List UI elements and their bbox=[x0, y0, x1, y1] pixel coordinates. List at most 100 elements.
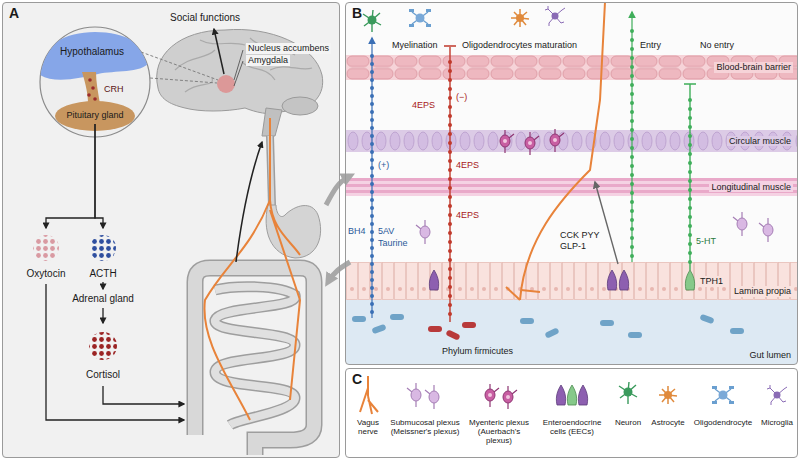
signal-pathways bbox=[370, 48, 374, 312]
legend-icons bbox=[578, 385, 587, 405]
arrow-connector bbox=[102, 308, 103, 323]
hormone-dots bbox=[89, 332, 117, 360]
legend-icons bbox=[425, 385, 439, 409]
annotation-label: Amygdala bbox=[246, 55, 290, 66]
gut-wall-layers bbox=[346, 55, 797, 80]
annotation-label: 4EPS bbox=[456, 160, 479, 171]
tissue-band: Longitudinal muscle bbox=[346, 178, 797, 196]
brain bbox=[262, 108, 282, 136]
gut-wall-layers bbox=[346, 178, 797, 196]
panel-letter: B bbox=[352, 5, 362, 22]
brain bbox=[217, 75, 235, 93]
digestive-tract bbox=[266, 205, 320, 258]
signal-pathways bbox=[444, 46, 456, 322]
panel-link-arrows bbox=[326, 176, 350, 205]
hypothalamus-inset bbox=[87, 93, 91, 97]
panel-ground bbox=[345, 2, 798, 365]
epithelial-cells bbox=[607, 270, 616, 290]
epithelial-cells bbox=[429, 270, 694, 290]
legend-text: Enteroendocrine cells (EECs) bbox=[538, 418, 606, 436]
epithelial-cells bbox=[619, 270, 628, 290]
hypothalamus-inset bbox=[40, 27, 150, 137]
enteric-neurons bbox=[416, 220, 430, 244]
hormone-cluster: Oxytocin bbox=[14, 230, 78, 280]
arrow-connector bbox=[95, 124, 103, 228]
annotation-label: TPH1 bbox=[698, 276, 725, 287]
legend-icons bbox=[360, 376, 787, 414]
tissue-band: Circular muscle bbox=[346, 130, 797, 152]
signal-pathways bbox=[371, 38, 372, 318]
bacteria bbox=[544, 327, 559, 338]
bacteria bbox=[445, 329, 460, 340]
panel: C bbox=[345, 368, 798, 458]
panel-link-arrows bbox=[326, 176, 350, 282]
arrow-connector bbox=[46, 124, 95, 228]
gut-wall-layers bbox=[346, 178, 797, 196]
annotation-label: 4EPS bbox=[456, 210, 479, 221]
annotation-label: CRH bbox=[104, 84, 124, 95]
annotation-label: Phylum firmicutes bbox=[440, 346, 515, 357]
node-text: Cortisol bbox=[86, 369, 120, 381]
enteric-neurons bbox=[759, 218, 773, 242]
hypothalamus-inset bbox=[88, 78, 92, 82]
hypothalamus-inset bbox=[40, 27, 150, 137]
node-text: Lamina propia bbox=[732, 286, 793, 297]
node-text: Circular muscle bbox=[727, 136, 793, 147]
signal-pathways bbox=[630, 22, 634, 256]
annotation-label: Entry bbox=[640, 40, 661, 51]
panel-letter: C bbox=[352, 371, 362, 388]
tissue-band: Blood-brain barrier bbox=[346, 55, 797, 80]
node-text: Gut lumen bbox=[747, 350, 793, 361]
hypothalamus-inset bbox=[91, 86, 95, 90]
bacteria bbox=[371, 324, 386, 334]
bacteria bbox=[462, 322, 476, 328]
panel: B Blood-brain barrierCircular muscleLongi… bbox=[345, 2, 798, 365]
annotation-label: Oligodendrocytes maturation bbox=[462, 40, 577, 51]
legend-icons bbox=[567, 385, 576, 405]
legend-text: Neuron bbox=[612, 418, 644, 427]
bacteria bbox=[628, 332, 642, 338]
signal-pathways bbox=[448, 56, 452, 314]
annotation-label: (−) bbox=[456, 92, 467, 103]
annotation-label: Nucleus accumbens bbox=[246, 43, 331, 54]
node-text: Longitudinal muscle bbox=[709, 182, 793, 193]
node-text: Blood-brain barrier bbox=[714, 62, 793, 73]
digestive-tract bbox=[46, 284, 184, 420]
legend-text: Astrocyte bbox=[648, 418, 688, 427]
leader-lines bbox=[141, 52, 218, 83]
legend-icons bbox=[407, 383, 421, 407]
panel-link-arrows bbox=[328, 262, 350, 282]
panel-ground bbox=[345, 368, 798, 458]
bacteria bbox=[730, 328, 744, 334]
epithelial-cells bbox=[429, 270, 438, 290]
bacteria bbox=[428, 326, 442, 332]
brain-cells bbox=[409, 9, 431, 27]
annotation-label: CCK PYY GLP-1 bbox=[560, 230, 602, 252]
digestive-tract bbox=[103, 386, 184, 404]
gut-wall-layers bbox=[346, 130, 797, 152]
bacteria bbox=[699, 314, 714, 324]
bacteria bbox=[600, 320, 614, 326]
enteric-neurons bbox=[550, 129, 564, 152]
hormone-cluster: ACTH bbox=[76, 230, 130, 280]
annotation-label: Myelination bbox=[392, 40, 438, 51]
digestive-tract bbox=[215, 287, 295, 425]
signal-pathways bbox=[631, 12, 632, 262]
brain-cells bbox=[545, 6, 565, 26]
gut-wall-layers bbox=[346, 262, 797, 300]
digestive-tract bbox=[195, 268, 314, 455]
gut-wall-layers bbox=[346, 55, 797, 80]
bacteria bbox=[390, 314, 404, 320]
annotation-label: (+) bbox=[378, 160, 389, 171]
bacteria bbox=[520, 318, 534, 324]
annotation-label: 5AV bbox=[378, 226, 394, 237]
legend-icons bbox=[659, 386, 677, 404]
gut-wall-layers bbox=[346, 55, 797, 364]
annotation-label: Social functions bbox=[170, 12, 240, 24]
brain bbox=[282, 97, 318, 115]
hormone-cluster: Cortisol bbox=[70, 325, 136, 381]
hypothalamus-inset bbox=[40, 32, 150, 131]
